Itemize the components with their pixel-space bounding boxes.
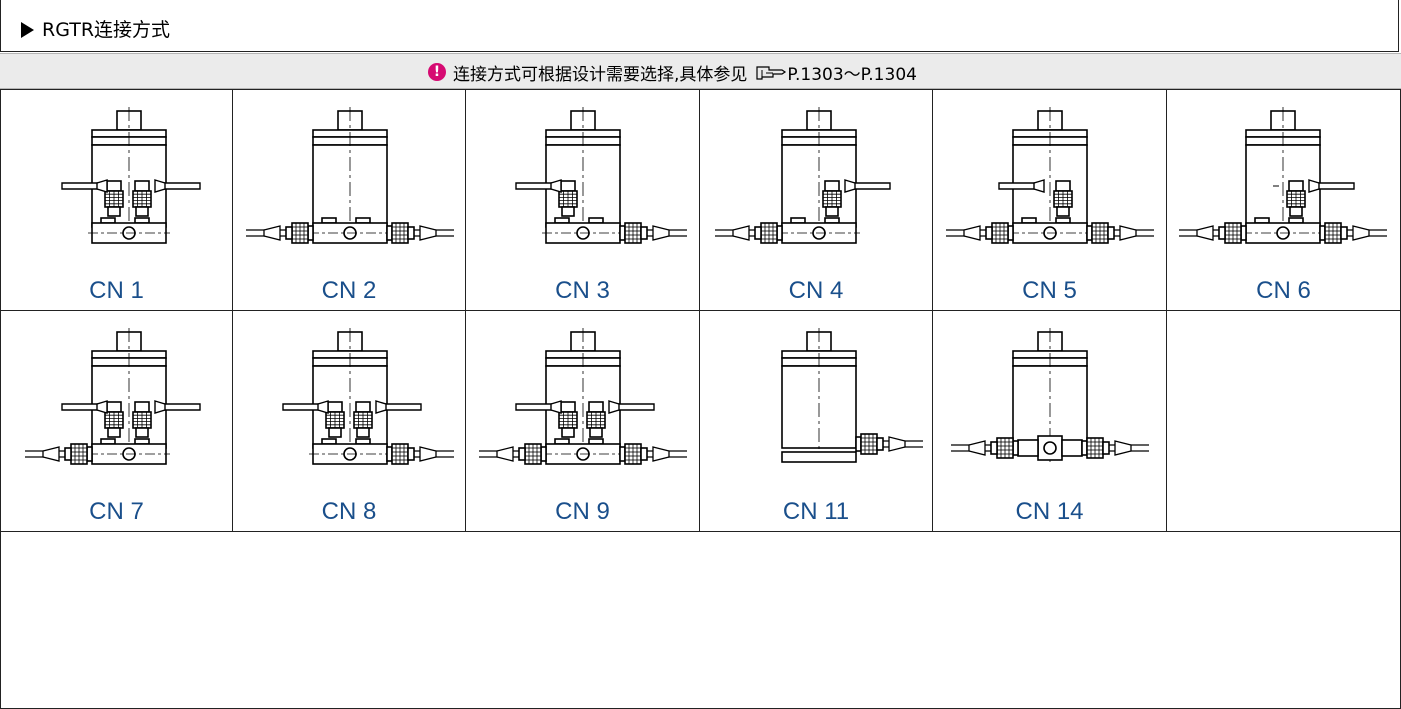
connection-label: CN 4 — [788, 277, 844, 304]
connection-label: CN 1 — [89, 277, 144, 304]
connection-cell: CN 1 — [0, 90, 233, 311]
pointing-hand-icon — [756, 66, 787, 80]
exclamation-icon: ! — [428, 63, 446, 81]
triangle-bullet-icon — [21, 22, 34, 38]
connection-diagram — [951, 328, 1149, 462]
section-header: RGTR连接方式 — [0, 0, 1399, 52]
section-title: RGTR连接方式 — [42, 19, 171, 41]
connection-diagram — [479, 328, 687, 465]
connection-cell: CN 14 — [933, 311, 1167, 532]
connection-diagram — [715, 107, 891, 244]
connection-diagram — [515, 107, 687, 244]
page-reference[interactable]: P.1303～P.1304 — [755, 60, 917, 85]
connection-cell: CN 3 — [466, 90, 700, 311]
connection-cell: CN 4 — [700, 90, 933, 311]
connection-diagram — [282, 328, 454, 465]
connection-cell: CN 5 — [933, 90, 1167, 311]
connection-cell — [1167, 311, 1401, 532]
connection-diagram — [246, 107, 454, 244]
note-bar: ! 连接方式可根据设计需要选择,具体参见 P.1303～P.1304 — [0, 53, 1401, 89]
connection-cell: CN 6 — [1167, 90, 1401, 311]
connection-label: CN 7 — [89, 498, 144, 525]
reference-text: P.1303～P.1304 — [787, 64, 917, 85]
connection-label: CN 14 — [1015, 498, 1084, 525]
connection-label: CN 11 — [782, 498, 850, 525]
empty-area — [0, 532, 1401, 709]
connection-label: CN 6 — [1256, 277, 1311, 304]
connection-diagram — [25, 328, 201, 465]
connection-label: CN 2 — [321, 277, 377, 304]
connection-cell: CN 7 — [0, 311, 233, 532]
note-text: 连接方式可根据设计需要选择,具体参见 — [453, 64, 748, 85]
connection-diagram — [61, 107, 201, 244]
connection-label: CN 8 — [321, 498, 377, 525]
connection-cell: CN 11 — [700, 311, 933, 532]
connection-cell: CN 9 — [466, 311, 700, 532]
connection-diagram — [781, 328, 923, 463]
connection-diagram — [946, 107, 1154, 244]
connection-label: CN 3 — [555, 277, 610, 304]
connection-cell: CN 2 — [233, 90, 466, 311]
connection-label: CN 9 — [555, 498, 610, 525]
connection-diagram — [1179, 107, 1387, 244]
connection-grid: CN 1 CN 2 CN 3 CN 4 CN 5 CN 6 CN 7 CN 8 CN 9 CN 1… — [0, 89, 1401, 532]
connection-cell: CN 8 — [233, 311, 466, 532]
connection-label: CN 5 — [1022, 277, 1077, 304]
